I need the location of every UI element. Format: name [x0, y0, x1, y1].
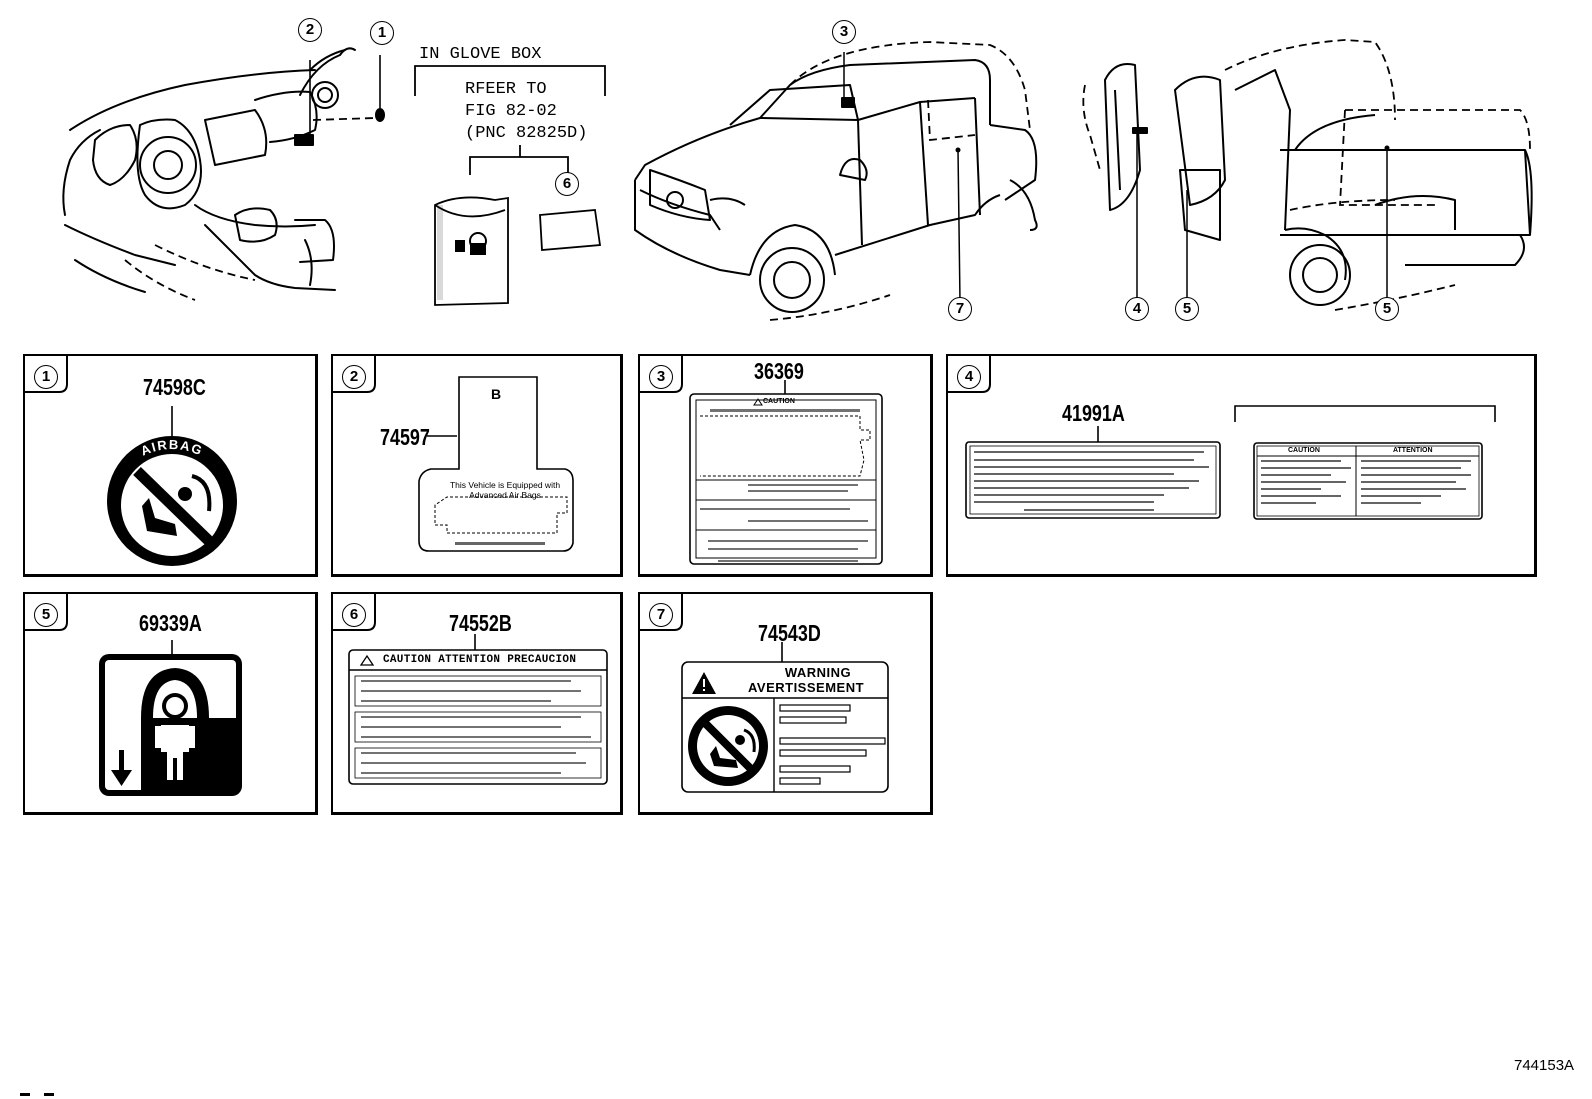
callout-5: 5	[1175, 297, 1199, 321]
part-number: 36369	[754, 358, 804, 384]
panel-number: 7	[649, 603, 673, 627]
panel-5: 5 69339A	[23, 592, 318, 815]
airbag-seal-icon	[107, 406, 237, 566]
front-truck-illustration	[634, 41, 1038, 321]
caution-label	[689, 380, 883, 565]
panel-2: 2 74597 B This Vehicle is Equipped with …	[331, 354, 623, 577]
bilingual-label	[1253, 442, 1483, 520]
panel-tab	[331, 592, 376, 631]
glove-box-bracket	[414, 65, 606, 96]
panel-tab	[331, 354, 376, 393]
svg-text:AIRBAG: AIRBAG	[138, 437, 205, 459]
warning-label	[681, 642, 889, 793]
callout-1: 1	[370, 21, 394, 45]
diagram-id: 744153A	[1514, 1057, 1575, 1074]
bilingual-label-head-1: CAUTION	[1288, 447, 1320, 454]
glove-box-heading: IN GLOVE BOX	[419, 45, 542, 64]
panel-number: 6	[342, 603, 366, 627]
airbag-arc-text: AIRBAG	[138, 437, 205, 459]
part-number: 74598C	[143, 374, 206, 400]
rear-truck-illustration	[1082, 39, 1533, 311]
child-seat-anchor-icon	[99, 640, 242, 796]
panel-3: 3 36369 CAUTION	[638, 354, 933, 577]
panel-number: 1	[34, 365, 58, 389]
panel-6: 6 74552B CAUTION ATTENTION PRECAUCION	[331, 592, 623, 815]
bilingual-label-head-2: ATTENTION	[1393, 447, 1433, 454]
callout-3: 3	[832, 20, 856, 44]
glove-ref-line-2: FIG 82-02	[465, 102, 557, 121]
tag-label-line-2: Advanced Air Bags	[469, 490, 541, 500]
panel-7: 7 74543D WARNING AVERTISSEMENT	[638, 592, 933, 815]
corner-mark	[20, 1093, 60, 1096]
panel-tab	[638, 354, 683, 393]
panel-number: 3	[649, 365, 673, 389]
part-number: 74597	[380, 424, 430, 450]
part-number: 74543D	[758, 620, 821, 646]
tag-label-line-1: This Vehicle is Equipped with	[449, 480, 561, 490]
panel-4: 4 41991A	[946, 354, 1537, 577]
part-number: 41991A	[1062, 400, 1125, 426]
glove-ref-line-3: (PNC 82825D)	[465, 124, 588, 143]
glove-ref-line-1: RFEER TO	[465, 80, 547, 99]
panel-1: 1 74598C AIRBAG	[23, 354, 318, 577]
english-label	[965, 426, 1221, 519]
air-bag-tag	[418, 376, 574, 552]
callout-7: 7	[948, 297, 972, 321]
glove-box-items	[434, 145, 602, 306]
panel-tab	[23, 354, 68, 393]
panel-tab	[23, 592, 68, 631]
label-title: CAUTION ATTENTION PRECAUCION	[383, 654, 577, 666]
part-number: 74552B	[449, 610, 512, 636]
panel-tab	[638, 592, 683, 631]
callout-6: 6	[555, 172, 579, 196]
panel-number: 2	[342, 365, 366, 389]
callout-2: 2	[298, 18, 322, 42]
tag-letter: B	[491, 386, 502, 402]
caution-attention-label	[348, 634, 608, 785]
panel-number: 5	[34, 603, 58, 627]
dashboard-illustration	[62, 47, 385, 301]
part-number: 69339A	[139, 610, 202, 636]
label-title-1: WARNING	[784, 665, 852, 680]
panel-number: 4	[957, 365, 981, 389]
label-variant-bracket	[1234, 405, 1496, 422]
panel-tab	[946, 354, 991, 393]
callout-4: 4	[1125, 297, 1149, 321]
label-title-2: AVERTISSEMENT	[747, 680, 865, 695]
callout-5b: 5	[1375, 297, 1399, 321]
label-title: CAUTION	[763, 398, 795, 405]
